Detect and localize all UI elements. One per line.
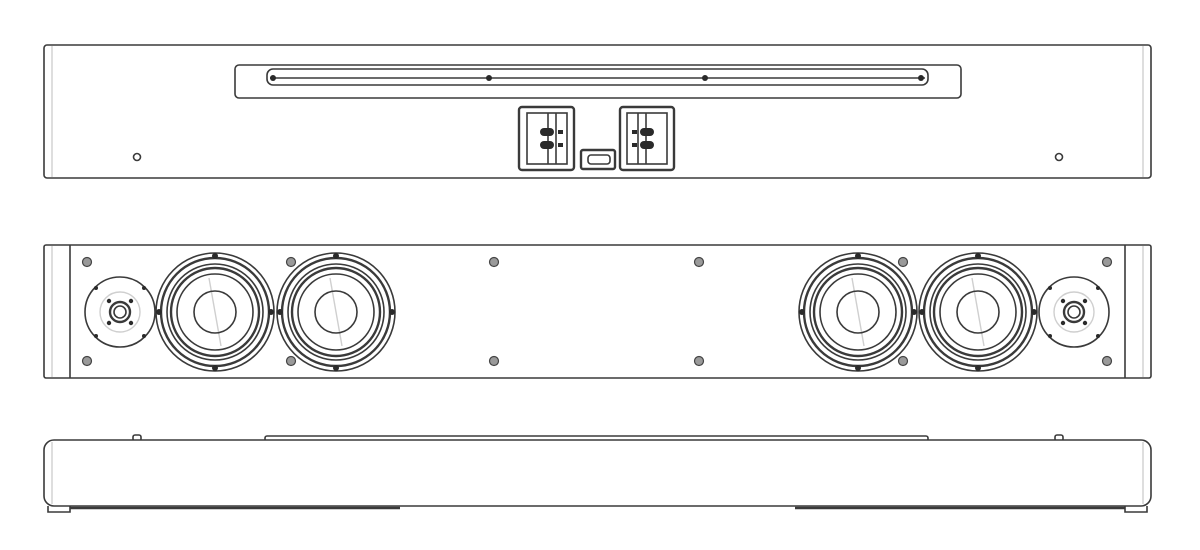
woofer <box>276 252 396 372</box>
usb-port <box>579 148 617 171</box>
rear-view <box>43 44 1152 179</box>
screw <box>1101 355 1113 367</box>
speaker-terminal-right <box>618 105 676 172</box>
bottom-view <box>43 434 1152 513</box>
woofer <box>918 252 1038 372</box>
screw <box>1101 256 1113 268</box>
tweeter <box>84 276 156 348</box>
screw <box>488 256 500 268</box>
woofer <box>798 252 918 372</box>
screw <box>488 355 500 367</box>
speaker-terminal-left <box>517 105 576 172</box>
screw <box>1054 152 1064 162</box>
front-view <box>43 244 1152 379</box>
screw <box>81 355 93 367</box>
mounting-slot <box>234 64 962 99</box>
woofer <box>155 252 275 372</box>
screw <box>693 256 705 268</box>
screw <box>285 355 297 367</box>
screw <box>132 152 142 162</box>
tweeter <box>1038 276 1110 348</box>
screw <box>285 256 297 268</box>
screw <box>693 355 705 367</box>
screw <box>897 355 909 367</box>
screw <box>897 256 909 268</box>
feet <box>47 506 1148 513</box>
screw <box>81 256 93 268</box>
